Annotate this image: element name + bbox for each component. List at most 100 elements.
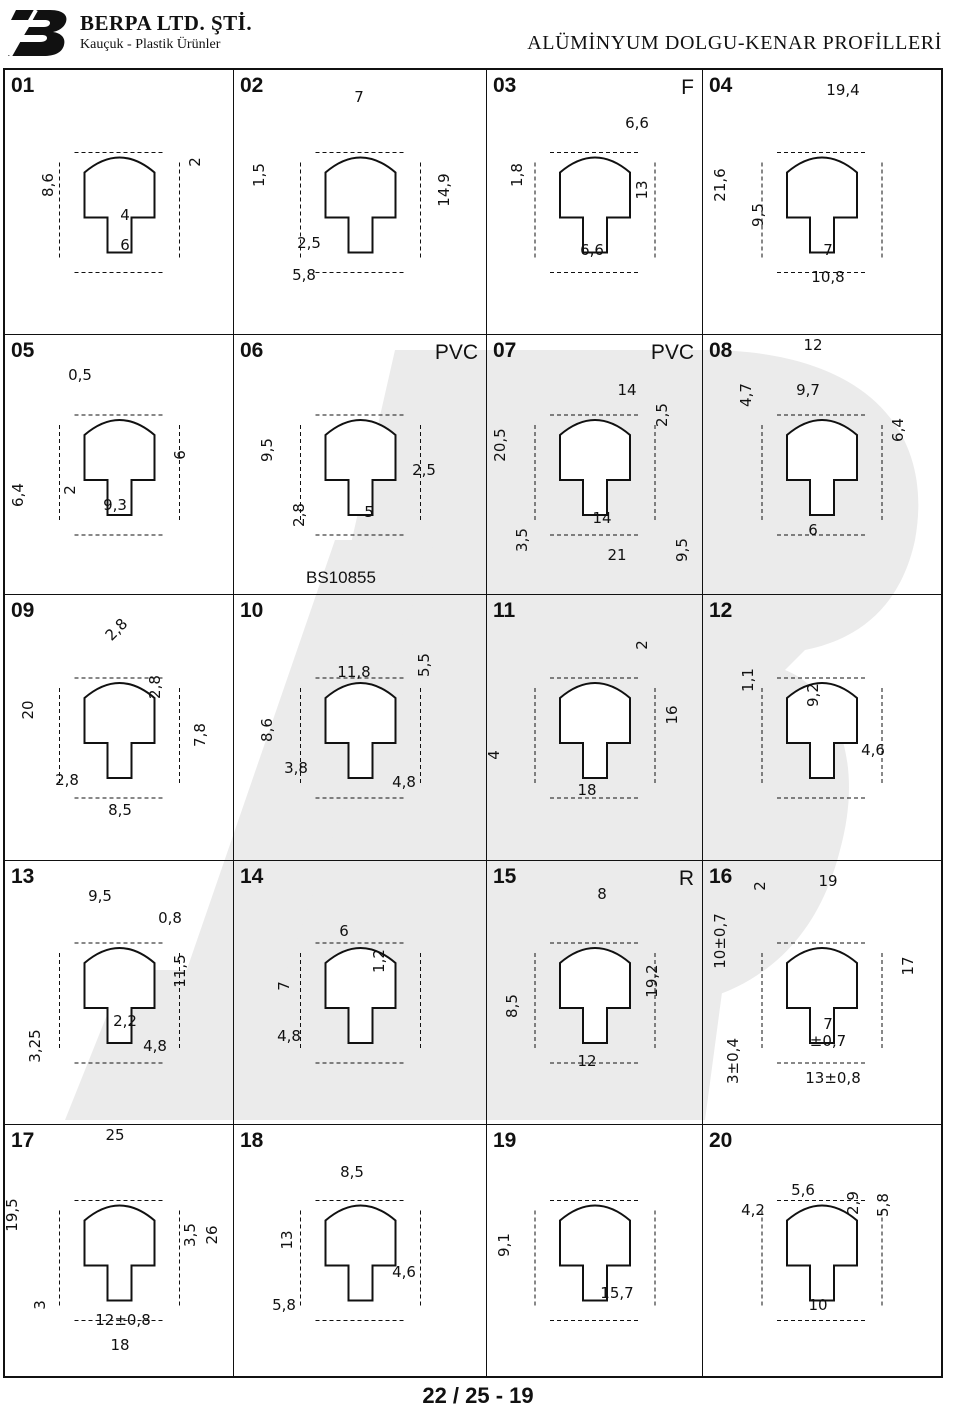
dimension-label: 26	[203, 1225, 221, 1244]
profile-number: 08	[709, 339, 733, 362]
dimension-label: 12	[803, 336, 822, 354]
dimension-label: 20,5	[491, 428, 509, 461]
profile-outline	[786, 682, 858, 779]
dimension-label: 8,5	[503, 994, 521, 1018]
dimension-label: 2,2	[113, 1012, 137, 1030]
profile-outline	[83, 156, 156, 254]
dimension-label: 4,7	[737, 383, 755, 407]
dimension-label: 7	[823, 241, 833, 259]
profile-drawing: 9,50,811,53,252,24,8	[26, 887, 189, 1064]
profile-outline	[559, 682, 631, 779]
dimension-label: 4,6	[392, 1263, 416, 1281]
dimension-label: 21	[607, 546, 626, 564]
page-title: ALÜMİNYUM DOLGU-KENAR PROFİLLERİ	[527, 32, 942, 54]
dimension-label: 5,5	[415, 653, 433, 677]
dimension-label: 6,6	[580, 241, 604, 259]
profile-drawing: 28,646	[39, 152, 204, 273]
profile-number: 19	[493, 1129, 517, 1152]
profile-outline	[324, 156, 397, 254]
profile-number: 01	[11, 74, 35, 97]
profile-outline	[324, 419, 397, 516]
profile-number: 03	[493, 74, 517, 97]
dimension-label: 0,5	[68, 366, 92, 384]
dimension-label: 1,5	[250, 163, 268, 187]
profile-standard: BS10855	[306, 568, 376, 587]
profile-material-tag: F	[681, 76, 694, 99]
page-number: 22 / 25 - 19	[422, 1383, 534, 1408]
dimension-label: 7	[823, 1015, 833, 1033]
dimension-label: 9,1	[495, 1233, 513, 1257]
dimension-label: 7	[275, 981, 293, 991]
profile-outline	[559, 419, 631, 516]
profile-outline	[83, 947, 156, 1044]
dimension-label: 6	[808, 521, 818, 539]
profile-outline	[324, 947, 397, 1044]
dimension-label: 19,2	[643, 964, 661, 997]
dimension-label: 2,8	[102, 615, 132, 645]
profile-number: 07	[493, 339, 517, 362]
profile-outline	[786, 1204, 858, 1302]
dimension-label: 6,6	[625, 114, 649, 132]
dimension-label: 0,8	[158, 909, 182, 927]
profile-drawing: 1,19,24,6	[739, 668, 885, 799]
profile-number: 02	[240, 74, 264, 97]
dimension-label: 9,5	[749, 203, 767, 227]
profile-number: 11	[493, 599, 516, 622]
dimension-label: 19,5	[5, 1198, 21, 1231]
profile-number: 20	[709, 1129, 733, 1152]
dimension-label: 2,8	[290, 503, 308, 527]
dimension-label: 4,6	[861, 741, 885, 759]
dimension-label: 2	[751, 881, 769, 891]
dimension-label: 1,2	[370, 949, 388, 973]
dimension-label: 9,5	[258, 438, 276, 462]
dimension-label: 18	[110, 1336, 129, 1354]
dimension-label: 3,5	[513, 528, 531, 552]
dimension-label: 13±0,8	[805, 1069, 861, 1087]
dimension-label: 6	[339, 922, 349, 940]
dimension-label: 5,8	[874, 1193, 892, 1217]
dimension-label: 14,9	[435, 173, 453, 206]
profile-outline	[786, 947, 858, 1044]
dimension-label: 12±0,8	[95, 1311, 151, 1329]
profile-outline	[559, 1204, 631, 1302]
dimension-label: 20	[19, 700, 37, 719]
dimension-label: 5,8	[292, 266, 316, 284]
page-header: BERPA LTD. ŞTİ. Kauçuk - Plastik Ürünler…	[0, 0, 956, 66]
dimension-label: 6	[171, 450, 189, 460]
profile-drawing: 216418	[487, 640, 681, 799]
dimension-label: 19,4	[826, 81, 859, 99]
dimension-label: 3,5	[181, 1223, 199, 1247]
profile-number: 16	[709, 865, 733, 888]
dimension-label: 4,8	[392, 773, 416, 791]
dimension-label: 9,3	[103, 496, 127, 514]
dimension-label: 10,8	[811, 268, 844, 286]
profile-cell: 11 216418	[487, 595, 703, 861]
dimension-label: 9,2	[804, 683, 822, 707]
dimension-label: ±0,7	[810, 1032, 846, 1050]
profile-number: 04	[709, 74, 733, 97]
dimension-label: 4	[120, 206, 130, 224]
dimension-label: 13	[633, 180, 651, 199]
dimension-label: 2	[633, 640, 651, 650]
profile-number: 10	[240, 599, 264, 622]
brand-subtitle: Kauçuk - Plastik Ürünler	[80, 37, 221, 52]
dimension-label: 8	[597, 885, 607, 903]
